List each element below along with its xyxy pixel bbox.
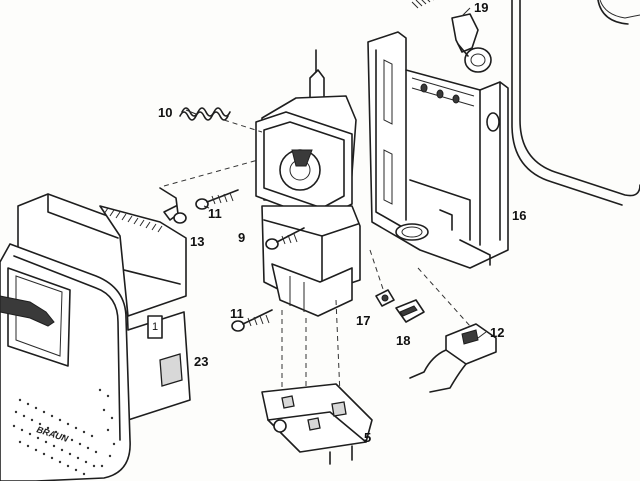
screw-middle-part — [265, 227, 305, 250]
grommet-part — [369, 249, 395, 307]
label-9: 9 — [238, 230, 245, 245]
switch-knob-part — [411, 0, 492, 73]
outer-shell-part: BRAUN — [0, 243, 131, 481]
label-17: 17 — [356, 313, 370, 328]
label-12: 12 — [490, 325, 504, 340]
rear-housing-cover — [511, 0, 640, 206]
label-19: 19 — [474, 0, 488, 15]
label-5: 5 — [364, 430, 371, 445]
plug-socket-part — [395, 299, 425, 323]
vent-dot-pattern — [12, 388, 116, 476]
spring-part — [179, 107, 263, 133]
label-23: 23 — [194, 354, 208, 369]
label-13: 13 — [190, 234, 204, 249]
screw-upper-part — [195, 189, 239, 210]
label-11-lower: 11 — [230, 306, 244, 321]
label-18: 18 — [396, 333, 410, 348]
main-frame-part — [367, 31, 509, 269]
clip-part — [159, 159, 259, 224]
screw-lower-part — [231, 309, 273, 332]
label-10: 10 — [158, 105, 172, 120]
base-plate-part — [261, 383, 373, 465]
label-1: 1 — [152, 321, 158, 333]
motor-block-part — [255, 49, 361, 396]
label-11-upper: 11 — [208, 206, 222, 221]
contact-switch-part — [409, 267, 497, 393]
leader-lines — [185, 7, 487, 339]
label-16: 16 — [512, 208, 526, 223]
